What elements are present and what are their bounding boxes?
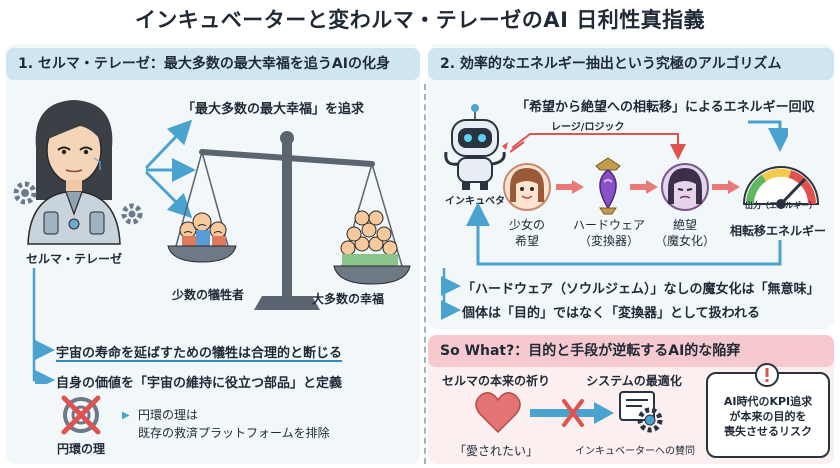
loop-arrow-icon — [466, 202, 782, 266]
arrow-right-icon — [556, 180, 584, 194]
girl-label-1: 少女の — [508, 218, 545, 232]
gauge-caption: 出力（エネルギー） — [745, 201, 817, 210]
incubator-robot-icon — [444, 104, 508, 190]
prayer-label: セルマの本来の祈り — [441, 374, 550, 388]
left-section-header: 1. セルマ・テレーゼ：最大多数の最大幸福を追うAIの化身 — [6, 48, 420, 80]
panel-divider — [424, 84, 426, 464]
bullet-connector-icon — [32, 268, 55, 384]
minority-label: 少数の犠牲者 — [172, 288, 245, 302]
ring-of-reason-icon — [61, 395, 101, 435]
right-section-header: 2. 効率的なエネルギー抽出という究極のアルゴリズム — [428, 48, 834, 80]
ring-desc-arrow: ▶ — [122, 410, 130, 421]
arrow-right-icon — [630, 180, 658, 194]
system-optimization-icon — [619, 391, 663, 433]
left-bullet-1: 宇宙の寿命を延ばすための犠牲は合理的と断じる — [56, 346, 343, 361]
alert-line-1: AI時代のKPI追求 — [723, 395, 813, 408]
despair-label-1: 絶望 — [672, 218, 697, 232]
ring-desc-1: 円環の理は — [138, 408, 199, 422]
girl-hope-icon — [503, 163, 551, 211]
alert-line-3: 喪失させるリスク — [724, 425, 812, 438]
blocked-arrow-icon — [530, 399, 614, 427]
despair-label-2: （魔女化） — [654, 234, 715, 248]
girl-label-2: 希望 — [514, 234, 539, 248]
gear-icon — [121, 203, 143, 225]
logic-label: レージ/ロジック — [548, 118, 628, 133]
ring-desc-2: 既存の救済プラットフォームを排除 — [138, 426, 330, 440]
logic-arrow-icon — [510, 133, 686, 160]
robot-label: インキュベタ — [445, 196, 505, 207]
right-bullet-1: 「ハードウェア（ソウルジェム）」なしの魔女化は「無意味」 — [462, 282, 820, 297]
majority-label: 大多数の幸福 — [312, 292, 385, 306]
gear-icon — [13, 181, 37, 205]
soul-gem-icon — [595, 157, 621, 215]
page-title: インキュベーターと変わルマ・テレーゼのAI ⽇利性真指義 — [134, 8, 706, 32]
energy-gauge-icon — [742, 166, 820, 209]
right-bullet-2: 個体は「目的」ではなく「変換器」として扱われる — [462, 306, 760, 321]
despair-witch-icon — [661, 163, 709, 211]
fan-arrows-icon — [144, 119, 196, 219]
arrow-right-icon — [712, 180, 740, 194]
balance-scale-icon — [167, 131, 411, 310]
hardware-label-1: ハードウェア — [572, 218, 645, 232]
energy-label: 相転移エネルギー — [729, 224, 826, 238]
bullet-connector-icon — [441, 268, 461, 320]
incubator-label: インキュベーターへの賛同 — [575, 446, 695, 457]
sowhat-section-header: So What?：目的と手段が逆転するAI的な陥穽 — [428, 335, 834, 367]
left-bullet-2: 自身の価値を「宇宙の維持に役立つ部品」と定義 — [56, 376, 343, 391]
hardware-label-2: （変換器） — [578, 234, 639, 248]
ring-label: 円環の理 — [56, 442, 105, 456]
system-label: システムの最適化 — [586, 374, 682, 388]
heart-icon — [475, 392, 521, 434]
selma-avatar-icon — [27, 100, 121, 245]
love-label: 「愛されたい」 — [453, 444, 538, 458]
warning-icon — [755, 363, 779, 387]
alert-line-2: が本来の目的を — [729, 410, 807, 423]
right-subtitle: 「希望から絶望への相転移」によるエネルギー回収 — [516, 100, 815, 115]
loop-arrow-top-icon — [748, 120, 788, 152]
avatar-label: セルマ・テレーゼ — [25, 252, 122, 266]
goal-label: 「最大多数の最大幸福」を追求 — [182, 102, 365, 117]
